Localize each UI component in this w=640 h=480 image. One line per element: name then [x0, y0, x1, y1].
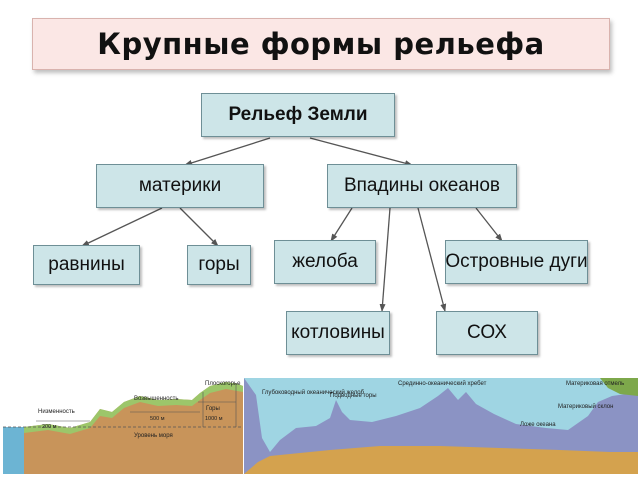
node-basins: котловины [286, 311, 390, 355]
edge-root-ocean [309, 137, 413, 167]
label-sea-level: Уровень моря [134, 433, 173, 439]
node-continents: материки [96, 164, 264, 208]
label-ocean-floor: Ложе океана [520, 422, 556, 428]
page-title: Крупные формы рельефа [97, 27, 545, 61]
label-underwater-mountains: Подводные горы [330, 393, 377, 399]
node-label: Впадины океанов [343, 175, 501, 196]
node-label: СОХ [467, 322, 507, 343]
land-sea-area [3, 427, 24, 474]
node-label: равнины [48, 254, 125, 275]
node-mountains: горы [187, 245, 251, 285]
label-1000m: 1000 м [205, 416, 223, 422]
node-ocean-basins: Впадины океанов [327, 164, 517, 208]
node-ridges: СОХ [436, 311, 538, 355]
edge-continents-mountains [179, 207, 219, 247]
edge-ocean-arcs [475, 207, 503, 242]
node-earth-relief: Рельеф Земли [201, 93, 395, 137]
label-mountains: Горы [206, 406, 220, 412]
label-500m: 500 м [150, 416, 165, 422]
node-label: желоба [292, 251, 358, 272]
label-200m: 200 м [42, 424, 57, 430]
label-deep-trench: Глубоководный океанический желоб [262, 389, 365, 396]
node-label: Островные дуги [445, 251, 588, 272]
node-label: Рельеф Земли [228, 104, 368, 125]
edge-root-continents [184, 137, 271, 166]
label-upland: Возвышенность [134, 396, 179, 402]
label-lowland: Низменность [38, 409, 75, 415]
edge-ocean-trenches [330, 207, 353, 242]
land-profile-illustration: Низменность Возвышенность Плоскогорье Го… [3, 379, 243, 474]
land-surface-band [24, 382, 243, 434]
node-label: горы [198, 254, 240, 275]
label-slope: Материковый склон [558, 403, 613, 410]
edge-ocean-ridges [417, 207, 447, 312]
ocean-profile-illustration: Глубоководный океанический желоб Подводн… [244, 378, 638, 474]
node-trenches: желоба [274, 240, 376, 284]
node-label: котловины [291, 322, 385, 343]
label-mid-ocean-ridge: Срединно-океанический хребет [398, 380, 487, 387]
label-shelf: Материковая отмель [566, 381, 624, 387]
node-plains: равнины [33, 245, 140, 285]
continental-shelf-land [600, 378, 638, 396]
edge-continents-plains [81, 207, 163, 247]
ocean-sediment [244, 446, 638, 474]
title-banner: Крупные формы рельефа [32, 18, 610, 70]
node-island-arcs: Островные дуги [445, 240, 588, 284]
edge-ocean-basins [379, 207, 391, 312]
label-plateau: Плоскогорье [205, 381, 241, 387]
node-label: материки [138, 175, 222, 196]
